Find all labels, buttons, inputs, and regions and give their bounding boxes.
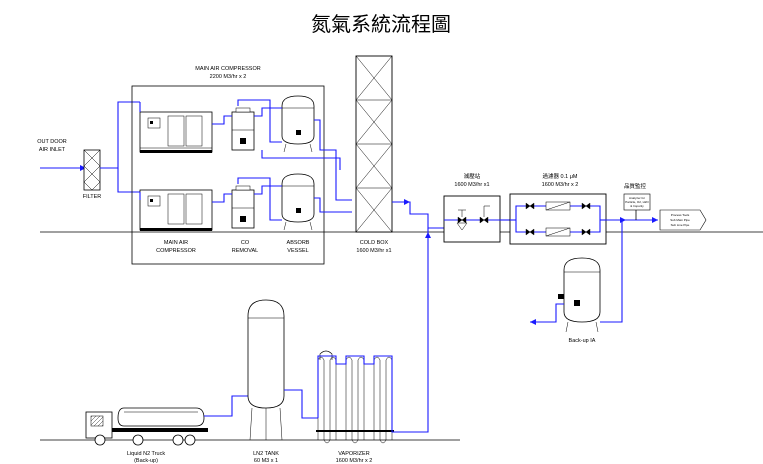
main-compressor-label: MAIN AIR	[164, 240, 188, 246]
flow-comp2-co2	[212, 193, 232, 203]
backup-arrow-icon	[530, 319, 536, 325]
flow-co1-vessel1	[254, 107, 282, 117]
main-compressor-header: MAIN AIR COMPRESSOR	[195, 66, 260, 72]
pressure-station-label: 減壓站	[464, 172, 481, 180]
flow-header	[261, 150, 341, 170]
main-air-compressor-1	[139, 111, 213, 153]
pressure-reduction-station	[443, 195, 501, 243]
air-inlet: OUT DOOR AIR INLET	[37, 139, 86, 171]
flow-backup-out	[530, 303, 564, 323]
cold-box-label: COLD BOX	[360, 240, 389, 246]
flow-truck-tank	[204, 395, 248, 417]
flow-to-compressor-2	[117, 168, 140, 193]
filter-label: FILTER	[83, 194, 102, 200]
flow-loop-1	[237, 99, 282, 143]
svg-text:Analyzer for: Analyzer for	[629, 196, 645, 200]
absorb-vessel-2	[281, 173, 315, 231]
flow-loop-2	[237, 177, 282, 221]
backup-ia-vessel	[563, 257, 601, 333]
flow-through-vaporizer	[317, 355, 412, 433]
backup-ia-label: Back-up IA	[569, 338, 596, 344]
micro-filter-label: 過濾器 0.1 μM	[543, 172, 578, 180]
svg-text:1600 M3/hr x1: 1600 M3/hr x1	[454, 182, 489, 188]
ln2-tank	[247, 299, 285, 441]
svg-text:COMPRESSOR: COMPRESSOR	[156, 248, 196, 254]
co-removal-label: CO	[241, 240, 250, 246]
analyzer-box: Analyzer for Particle, O2, H2O & Impurit…	[623, 193, 651, 211]
svg-text:AIR INLET: AIR INLET	[39, 147, 66, 153]
filter-out-arrow-icon	[620, 217, 626, 223]
compressor-building	[131, 85, 325, 265]
absorb-vessel-label: ABSORB	[287, 240, 310, 246]
svg-text:Process Tools: Process Tools	[671, 213, 690, 217]
ln2-tank-label: LN2 TANK	[253, 451, 279, 457]
co-removal-2	[231, 185, 255, 229]
coldbox-arrow-icon	[404, 199, 410, 205]
flow-vaporizer-main	[412, 228, 429, 433]
svg-text:REMOVAL: REMOVAL	[232, 248, 259, 254]
svg-text:1600 M3/hr x 2: 1600 M3/hr x 2	[542, 182, 579, 188]
svg-text:60 M3 x 1: 60 M3 x 1	[254, 458, 278, 464]
main-air-compressor-2	[139, 189, 213, 231]
ln2-truck	[85, 407, 208, 446]
svg-text:(Back-up): (Back-up)	[134, 458, 158, 464]
svg-text:2200 M3/hr x 2: 2200 M3/hr x 2	[210, 74, 247, 80]
diagram-title: 氮氣系統流程圖	[311, 12, 451, 36]
vaporizer-bank	[316, 350, 394, 444]
inlet-arrow-icon	[80, 165, 86, 171]
flow-coldbox-out	[392, 201, 444, 229]
vaporizer-up-arrow-icon	[425, 232, 431, 238]
flow-co2-vessel2	[254, 185, 282, 195]
svg-text:Particle, O2, H2O: Particle, O2, H2O	[625, 200, 649, 204]
supply-arrow-icon	[652, 217, 658, 223]
vaporizer-label: VAPORIZER	[338, 451, 369, 457]
flow-tank-vaporizer	[284, 389, 318, 419]
co-removal-1	[231, 107, 255, 151]
svg-text:Sub Line Pipe: Sub Line Pipe	[671, 223, 690, 227]
svg-text:& Impurity: & Impurity	[630, 204, 644, 208]
svg-text:VESSEL: VESSEL	[287, 248, 308, 254]
micro-filter-unit	[509, 193, 607, 245]
svg-text:1600 M3/hr x1: 1600 M3/hr x1	[356, 248, 391, 254]
filter-unit: FILTER	[83, 149, 102, 200]
absorb-vessel-1	[281, 95, 315, 153]
cold-box-tower	[355, 55, 393, 233]
flow-comp1-co1	[212, 115, 232, 125]
flow-vessel2-coldbox	[314, 197, 352, 213]
process-supply-box: Process Tools Sub Main Pipe Sub Line Pip…	[659, 209, 707, 231]
quality-monitor-label: 品質監控	[624, 182, 647, 190]
ln2-truck-label: Liquid N2 Truck	[127, 451, 165, 457]
flow-supply-backup	[600, 220, 623, 323]
svg-text:OUT DOOR: OUT DOOR	[37, 139, 67, 145]
svg-text:1600 M3/hr x 2: 1600 M3/hr x 2	[336, 458, 373, 464]
flow-vessel1-coldbox	[314, 119, 352, 201]
flow-to-compressor-1	[100, 101, 140, 169]
svg-text:Sub Main Pipe: Sub Main Pipe	[670, 218, 690, 222]
